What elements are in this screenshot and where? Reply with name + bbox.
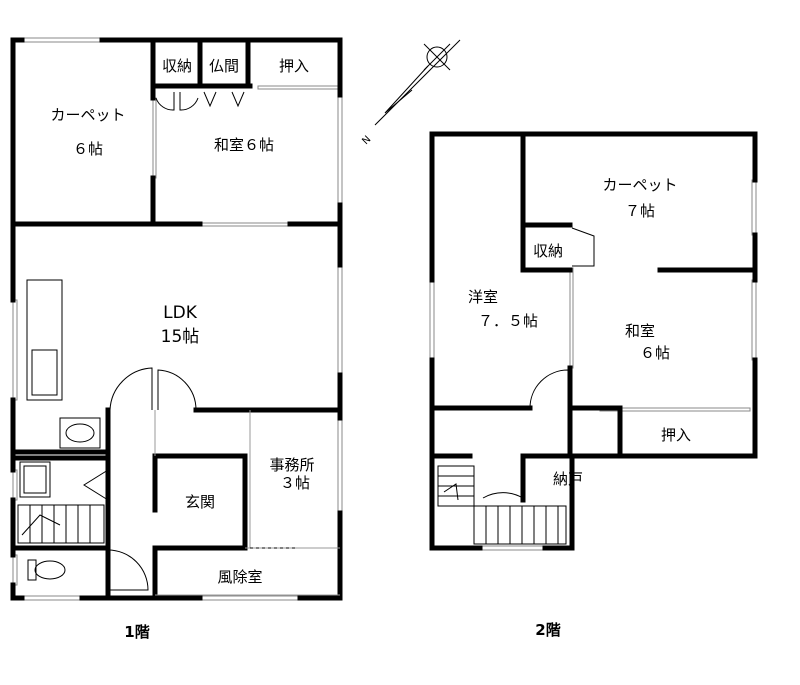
f2-washitsu-name: 和室: [625, 322, 655, 340]
f1-entrance-name: 玄関: [185, 493, 215, 511]
floor-1-walls: [10, 37, 343, 601]
f2-storeroom-name: 納戸: [553, 470, 583, 488]
f2-storage-name: 収納: [533, 242, 563, 260]
floor-2-doors: [482, 227, 595, 499]
f1-altar-name: 仏間: [209, 57, 239, 75]
floor-2: カーペット ７帖 収納 洋室 ７．５帖 和室 ６帖 押入 納戸 2階: [429, 131, 758, 639]
floor-1-title: 1階: [124, 623, 149, 641]
f1-washitsu-name: 和室６帖: [214, 136, 274, 154]
f2-closet-name: 押入: [661, 426, 691, 444]
f1-office-size: ３帖: [280, 474, 310, 492]
bathtub: [19, 461, 109, 501]
washbasin: [59, 417, 101, 449]
kitchen-counter: [26, 279, 63, 401]
floor-1-doors: [107, 91, 245, 591]
compass-north-icon: N: [360, 134, 373, 147]
floor-1: カーペット ６帖 収納 仏間 押入 和室６帖 LDK 15帖 事務所 ３帖 玄関…: [10, 37, 343, 641]
f1-ldk-name: LDK: [163, 303, 198, 323]
toilet: [27, 559, 66, 581]
f2-carpet-name: カーペット: [602, 176, 677, 194]
f2-washitsu-size: ６帖: [640, 344, 670, 362]
f1-ldk-size: 15帖: [161, 327, 200, 347]
f1-storage-name: 収納: [162, 57, 192, 75]
floor-1-stairs: [17, 504, 105, 544]
f2-western-size: ７．５帖: [478, 312, 538, 330]
floor-2-walls: [429, 131, 758, 551]
floor-2-stairs: [437, 465, 567, 545]
floor-2-labels: カーペット ７帖 収納 洋室 ７．５帖 和室 ６帖 押入 納戸 2階: [468, 176, 691, 639]
f1-closet-name: 押入: [279, 57, 309, 75]
f2-carpet-size: ７帖: [625, 202, 655, 220]
floor-2-title: 2階: [535, 621, 560, 639]
f1-windbreak-name: 風除室: [217, 568, 262, 586]
f1-carpet-name: カーペット: [50, 106, 125, 124]
f2-western-name: 洋室: [468, 288, 498, 306]
f1-carpet-size: ６帖: [73, 140, 103, 158]
floor-1-thin-lines: [154, 410, 340, 596]
compass: N: [360, 39, 461, 147]
f1-office-name: 事務所: [269, 456, 314, 474]
floor-1-labels: カーペット ６帖 収納 仏間 押入 和室６帖 LDK 15帖 事務所 ３帖 玄関…: [50, 57, 314, 641]
